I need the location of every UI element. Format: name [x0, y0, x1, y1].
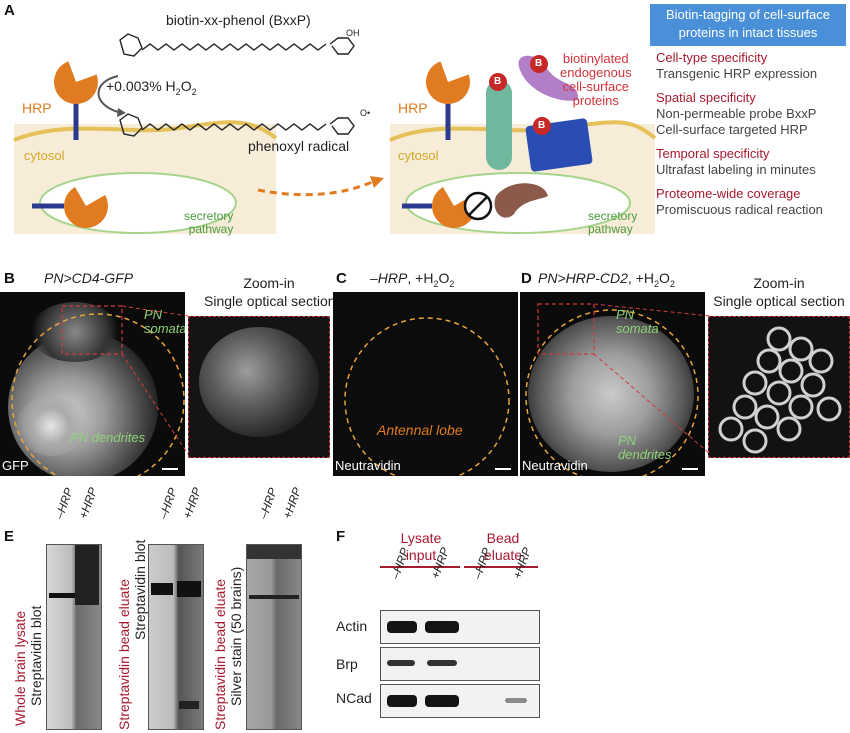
blot1-label-red: Whole brain lysate [12, 610, 28, 726]
panel-c-lobe: Antennal lobe [377, 422, 463, 438]
panel-c-title: –HRP, +H2O2 [370, 270, 455, 289]
biotin-mark-1: B [494, 76, 502, 87]
summary-line-3a: Ultrafast labeling in minutes [656, 162, 816, 177]
blot1-label-black: Streptavidin blot [28, 605, 44, 706]
blot2-label-red: Streptavidin bead eluate [116, 579, 132, 730]
panel-d-channel: Neutravidin [522, 458, 588, 473]
blot3-lane-minus: –HRP [256, 485, 281, 521]
panel-label-b: B [4, 270, 15, 287]
panel-c-scalebar [495, 468, 511, 470]
biotinylated-label: biotinylated endogenous cell-surface pro… [560, 51, 632, 108]
panel-b-channel: GFP [2, 458, 29, 473]
summary-line-4a: Promiscuous radical reaction [656, 202, 823, 217]
probe-name: biotin-xx-phenol (BxxP) [166, 12, 311, 28]
summary-line-2a: Non-permeable probe BxxP [656, 106, 817, 121]
cytosol-label-left: cytosol [24, 148, 65, 163]
cytosol-label-right: cytosol [398, 148, 439, 163]
group-bead-rule [464, 566, 538, 568]
summary-title-4: Proteome-wide coverage [656, 186, 801, 201]
blot3-lane-plus: +HRP [280, 485, 305, 521]
panel-label-d: D [521, 270, 532, 287]
panel-b-scalebar [162, 468, 178, 470]
summary-header: Biotin-tagging of cell-surface proteins … [650, 4, 846, 46]
biotin-mark-3: B [538, 120, 546, 131]
panel-d-scalebar [682, 468, 698, 470]
hrp-label-right: HRP [398, 100, 428, 116]
panel-d-zoom-image [708, 316, 850, 458]
row-brp-label: Brp [336, 656, 358, 672]
panel-b-dendrites: PN dendrites [70, 430, 146, 445]
panel-label-e: E [4, 528, 15, 545]
blot-ncad [380, 684, 540, 718]
panel-d-title: PN>HRP-CD2, +H2O2 [538, 270, 675, 289]
blot2-lane-plus: +HRP [180, 485, 205, 521]
panel-a-graphics [13, 33, 657, 234]
blot3-label-red: Streptavidin bead eluate [212, 579, 228, 730]
summary-line-2b: Cell-surface targeted HRP [656, 122, 808, 137]
row-actin-label: Actin [336, 618, 368, 634]
reaction-label: +0.003% H2O2 [106, 78, 197, 97]
blot1-image [46, 544, 102, 730]
summary-list: Cell-type specificity Transgenic HRP exp… [656, 50, 846, 218]
group-lysate-rule [380, 566, 460, 568]
panel-b-zoom-lines [122, 305, 189, 455]
panel-label-f: F [336, 528, 346, 545]
blot2-image [148, 544, 204, 730]
blot2-lane-minus: –HRP [156, 485, 181, 521]
panel-d-zoom-lines [594, 303, 711, 455]
hydroxyl-label: OH [346, 28, 360, 38]
blot1-lane-minus: –HRP [52, 485, 77, 521]
hrp-label-left: HRP [22, 100, 52, 116]
blot-actin [380, 610, 540, 644]
panel-b-zoom-image [188, 316, 330, 458]
blot3-image [246, 544, 302, 730]
panel-c-channel: Neutravidin [335, 458, 401, 473]
blot-brp [380, 647, 540, 681]
blot2-label-black: Streptavidin blot [132, 539, 148, 640]
summary-title-2: Spatial specificity [656, 90, 756, 105]
panel-c-image: Antennal lobe Neutravidin [333, 292, 518, 476]
oxygen-radical-label: O• [360, 108, 371, 118]
radical-label: phenoxyl radical [248, 138, 350, 154]
summary-line-1a: Transgenic HRP expression [656, 66, 818, 81]
panel-b-title: PN>CD4-GFP [44, 270, 134, 286]
blot1-lane-plus: +HRP [76, 485, 101, 521]
blot3-label-black: Silver stain (50 brains) [228, 566, 244, 706]
biotin-mark-2: B [535, 58, 543, 69]
summary-title-1: Cell-type specificity [656, 50, 768, 65]
summary-title-3: Temporal specificity [656, 146, 770, 161]
panel-label-a: A [4, 2, 15, 19]
panel-label-c: C [336, 270, 347, 287]
row-ncad-label: NCad [336, 690, 372, 706]
